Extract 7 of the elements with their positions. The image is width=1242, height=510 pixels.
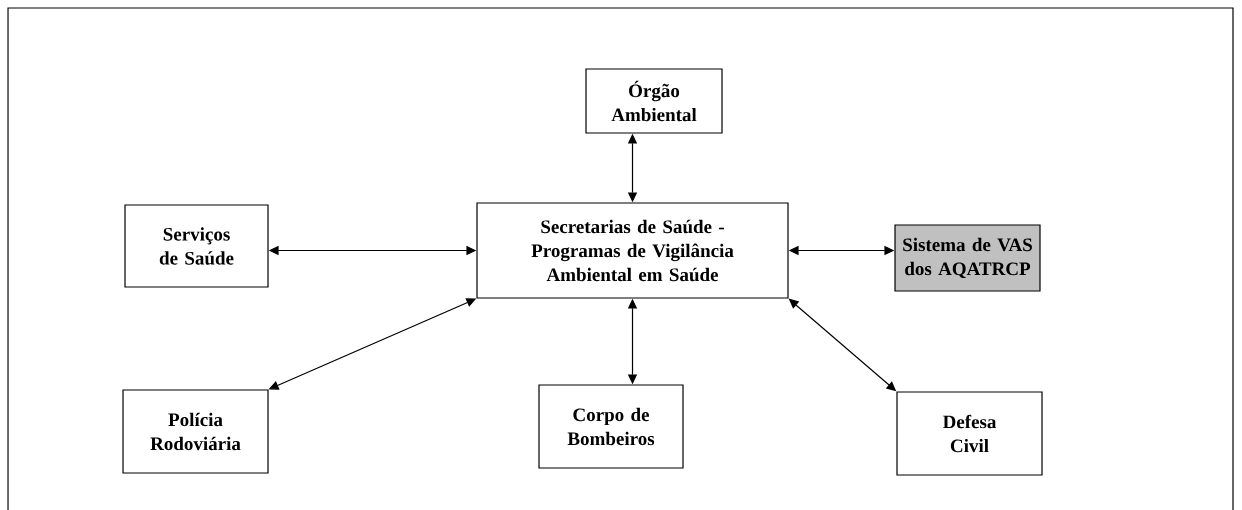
process-box: Órgão Ambiental bbox=[585, 68, 723, 134]
process-box: Sistema de VAS dos AQATRCP bbox=[894, 224, 1041, 292]
process-box: Polícia Rodoviária bbox=[122, 389, 269, 474]
process-box: Secretarias de Saúde - Programas de Vigilância Ambiental em Saúde bbox=[476, 202, 789, 299]
process-box: Defesa Civil bbox=[896, 391, 1043, 476]
process-box: Corpo de Bombeiros bbox=[538, 384, 684, 469]
process-box: Serviços de Saúde bbox=[124, 204, 269, 288]
